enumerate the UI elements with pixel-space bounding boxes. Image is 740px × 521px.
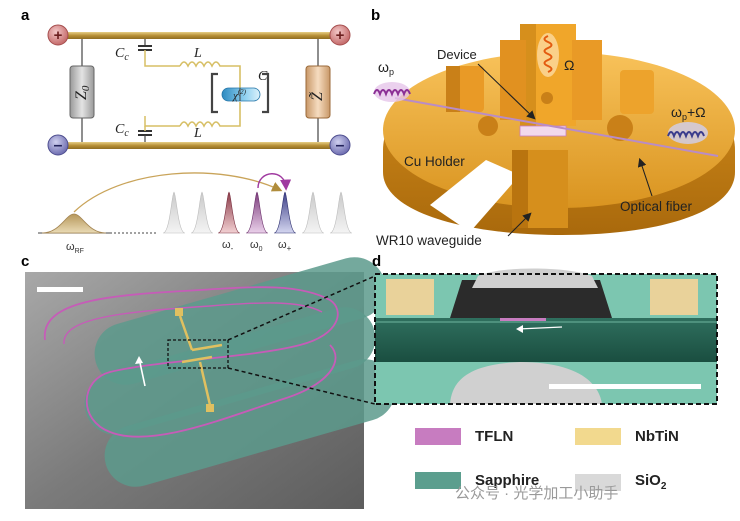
legend-label-tfln: TFLN xyxy=(475,428,514,445)
z0-impedance xyxy=(69,65,95,119)
zoom-frame xyxy=(374,273,718,405)
legend-tfln: TFLN xyxy=(415,428,513,445)
waveguide-label: WR10 waveguide xyxy=(376,233,482,248)
z-tilde-impedance xyxy=(305,65,331,119)
minus-terminal-right: – xyxy=(329,134,351,156)
upper-structure xyxy=(450,280,612,318)
panel-a: a + + – – Z0 Z̃ xyxy=(21,7,353,255)
z-tilde-label: Z̃ xyxy=(308,91,326,101)
plus-terminal-left: + xyxy=(47,24,69,46)
svg-text:–: – xyxy=(336,137,345,154)
panel-c: c xyxy=(21,253,396,509)
nbtin-pad-right xyxy=(650,279,698,315)
l-bottom-label: L xyxy=(193,126,202,141)
legend-label-sapphire: Sapphire xyxy=(475,472,540,489)
output-wave xyxy=(667,122,708,144)
panel-b-letter: b xyxy=(371,7,380,24)
sapphire-pills xyxy=(84,257,396,487)
sideband-peak-grey xyxy=(301,191,325,234)
svg-text:–: – xyxy=(54,137,63,154)
legend-swatch-tfln xyxy=(415,428,461,445)
legend-swatch-sio2 xyxy=(575,473,621,491)
optical-fiber-label: Optical fiber xyxy=(620,199,693,214)
omega-plus-label: ω+ xyxy=(278,239,292,253)
sideband-peak-grey xyxy=(162,191,186,234)
upconversion-arrow xyxy=(257,173,292,191)
omega-zero-label: ω0 xyxy=(250,239,263,253)
l-bottom-inductor xyxy=(179,102,241,128)
omega-rf-label: ωRF xyxy=(66,241,84,255)
minus-terminal-left: – xyxy=(47,134,69,156)
rf-transfer-arrow xyxy=(73,172,283,213)
panel-d: d xyxy=(372,253,718,405)
scale-bar-d xyxy=(549,384,701,389)
nbtin-pad-left xyxy=(386,279,434,315)
microwave-signal xyxy=(537,33,559,77)
chi2-label: χ(2) xyxy=(232,88,247,102)
nbtin-electrodes xyxy=(175,308,223,412)
chi2-crystal xyxy=(221,87,261,102)
panel-a-letter: a xyxy=(21,7,30,24)
omega-minus-peak xyxy=(217,191,241,234)
legend-nbtin: NbTiN xyxy=(575,428,679,445)
svg-text:+: + xyxy=(336,27,345,44)
omega-zero-peak xyxy=(245,191,269,234)
sideband-peak-grey xyxy=(329,191,353,234)
output-label: ωp+Ω xyxy=(671,104,706,122)
l-top-label: L xyxy=(193,46,202,61)
cc-top-label: Cc xyxy=(115,46,129,63)
legend-sio2: SiO2 xyxy=(575,472,666,492)
tfln-resonator xyxy=(44,286,339,438)
legend-label-nbtin: NbTiN xyxy=(635,428,679,445)
rf-peak xyxy=(41,213,107,234)
cu-holder-label: Cu Holder xyxy=(404,154,465,169)
pump-wave-input xyxy=(373,82,411,102)
scale-bar-c xyxy=(37,287,83,292)
svg-text:+: + xyxy=(54,27,63,44)
top-rail xyxy=(58,32,340,39)
omega-minus-label: ω- xyxy=(222,239,234,253)
chi2-capacitor xyxy=(210,72,270,114)
bottom-rail xyxy=(58,142,340,149)
c-mid-label: C xyxy=(258,69,268,84)
panel-c-letter: c xyxy=(21,253,29,270)
plus-terminal-right: + xyxy=(329,24,351,46)
optical-fiber-line xyxy=(394,97,719,157)
l-top-inductor xyxy=(179,61,241,88)
watermark: 公众号 · 光学加工小助手 xyxy=(455,485,619,502)
zoom-box xyxy=(167,339,229,369)
device-label: Device xyxy=(437,47,477,62)
legend-label-sio2: SiO2 xyxy=(635,472,667,492)
cu-holder xyxy=(383,24,735,235)
panel-b: b xyxy=(371,7,735,248)
legend-sapphire: Sapphire xyxy=(415,472,539,489)
cc-bottom-label: Cc xyxy=(115,122,129,139)
z0-label: Z0 xyxy=(73,85,92,100)
panel-d-letter: d xyxy=(372,253,381,270)
omega-plus-peak xyxy=(273,191,297,234)
omega-mw-label: Ω xyxy=(564,57,574,73)
legend-swatch-sapphire xyxy=(415,472,461,489)
omega-p-label: ωp xyxy=(378,59,394,77)
spectrum xyxy=(38,172,353,234)
sio2-structure xyxy=(450,362,602,404)
legend-swatch-nbtin xyxy=(575,428,621,445)
device-chip xyxy=(519,125,567,137)
sideband-peak-grey xyxy=(190,191,214,234)
